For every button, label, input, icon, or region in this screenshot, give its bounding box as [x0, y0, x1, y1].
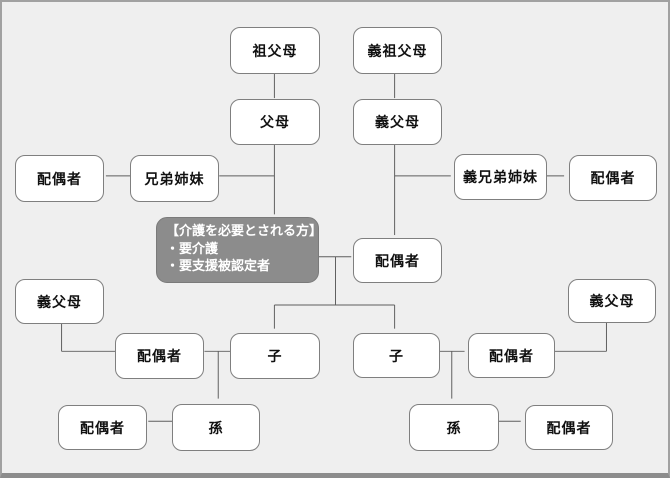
node-grandchild-left: 孫	[172, 404, 260, 451]
node-parents: 父母	[230, 99, 320, 145]
node-grandparents-in-law: 義祖父母	[353, 27, 442, 74]
care-recipient-box: 【介護を必要とされる方】 ・要介護 ・要支援被認定者	[156, 217, 323, 283]
node-parents-in-law-left: 義父母	[15, 279, 104, 324]
node-spouse-of-sibling: 配偶者	[15, 155, 104, 202]
node-grandparents: 祖父母	[230, 27, 320, 74]
node-spouse-of-child-left: 配偶者	[115, 333, 204, 379]
node-spouse-of-grandchild-right: 配偶者	[525, 405, 613, 450]
node-spouse-of-grandchild-left: 配偶者	[58, 405, 147, 450]
node-parents-in-law-right: 義父母	[568, 279, 656, 323]
node-siblings: 兄弟姉妹	[130, 155, 219, 202]
node-child-left: 子	[230, 333, 320, 379]
care-recipient-title: 【介護を必要とされる方】	[166, 224, 323, 239]
node-spouse-of-recipient: 配偶者	[353, 238, 442, 283]
node-siblings-in-law: 義兄弟姉妹	[454, 154, 547, 200]
connector-lines	[61, 73, 607, 422]
care-recipient-bullet-1: ・要介護	[166, 241, 219, 257]
node-spouse-of-sibling-in-law: 配偶者	[569, 155, 657, 201]
node-spouse-of-child-right: 配偶者	[468, 333, 555, 378]
node-child-right: 子	[353, 333, 440, 378]
node-parents-in-law-top: 義父母	[353, 99, 442, 145]
care-recipient-bullet-2: ・要支援被認定者	[166, 259, 271, 275]
node-grandchild-right: 孫	[409, 404, 499, 451]
